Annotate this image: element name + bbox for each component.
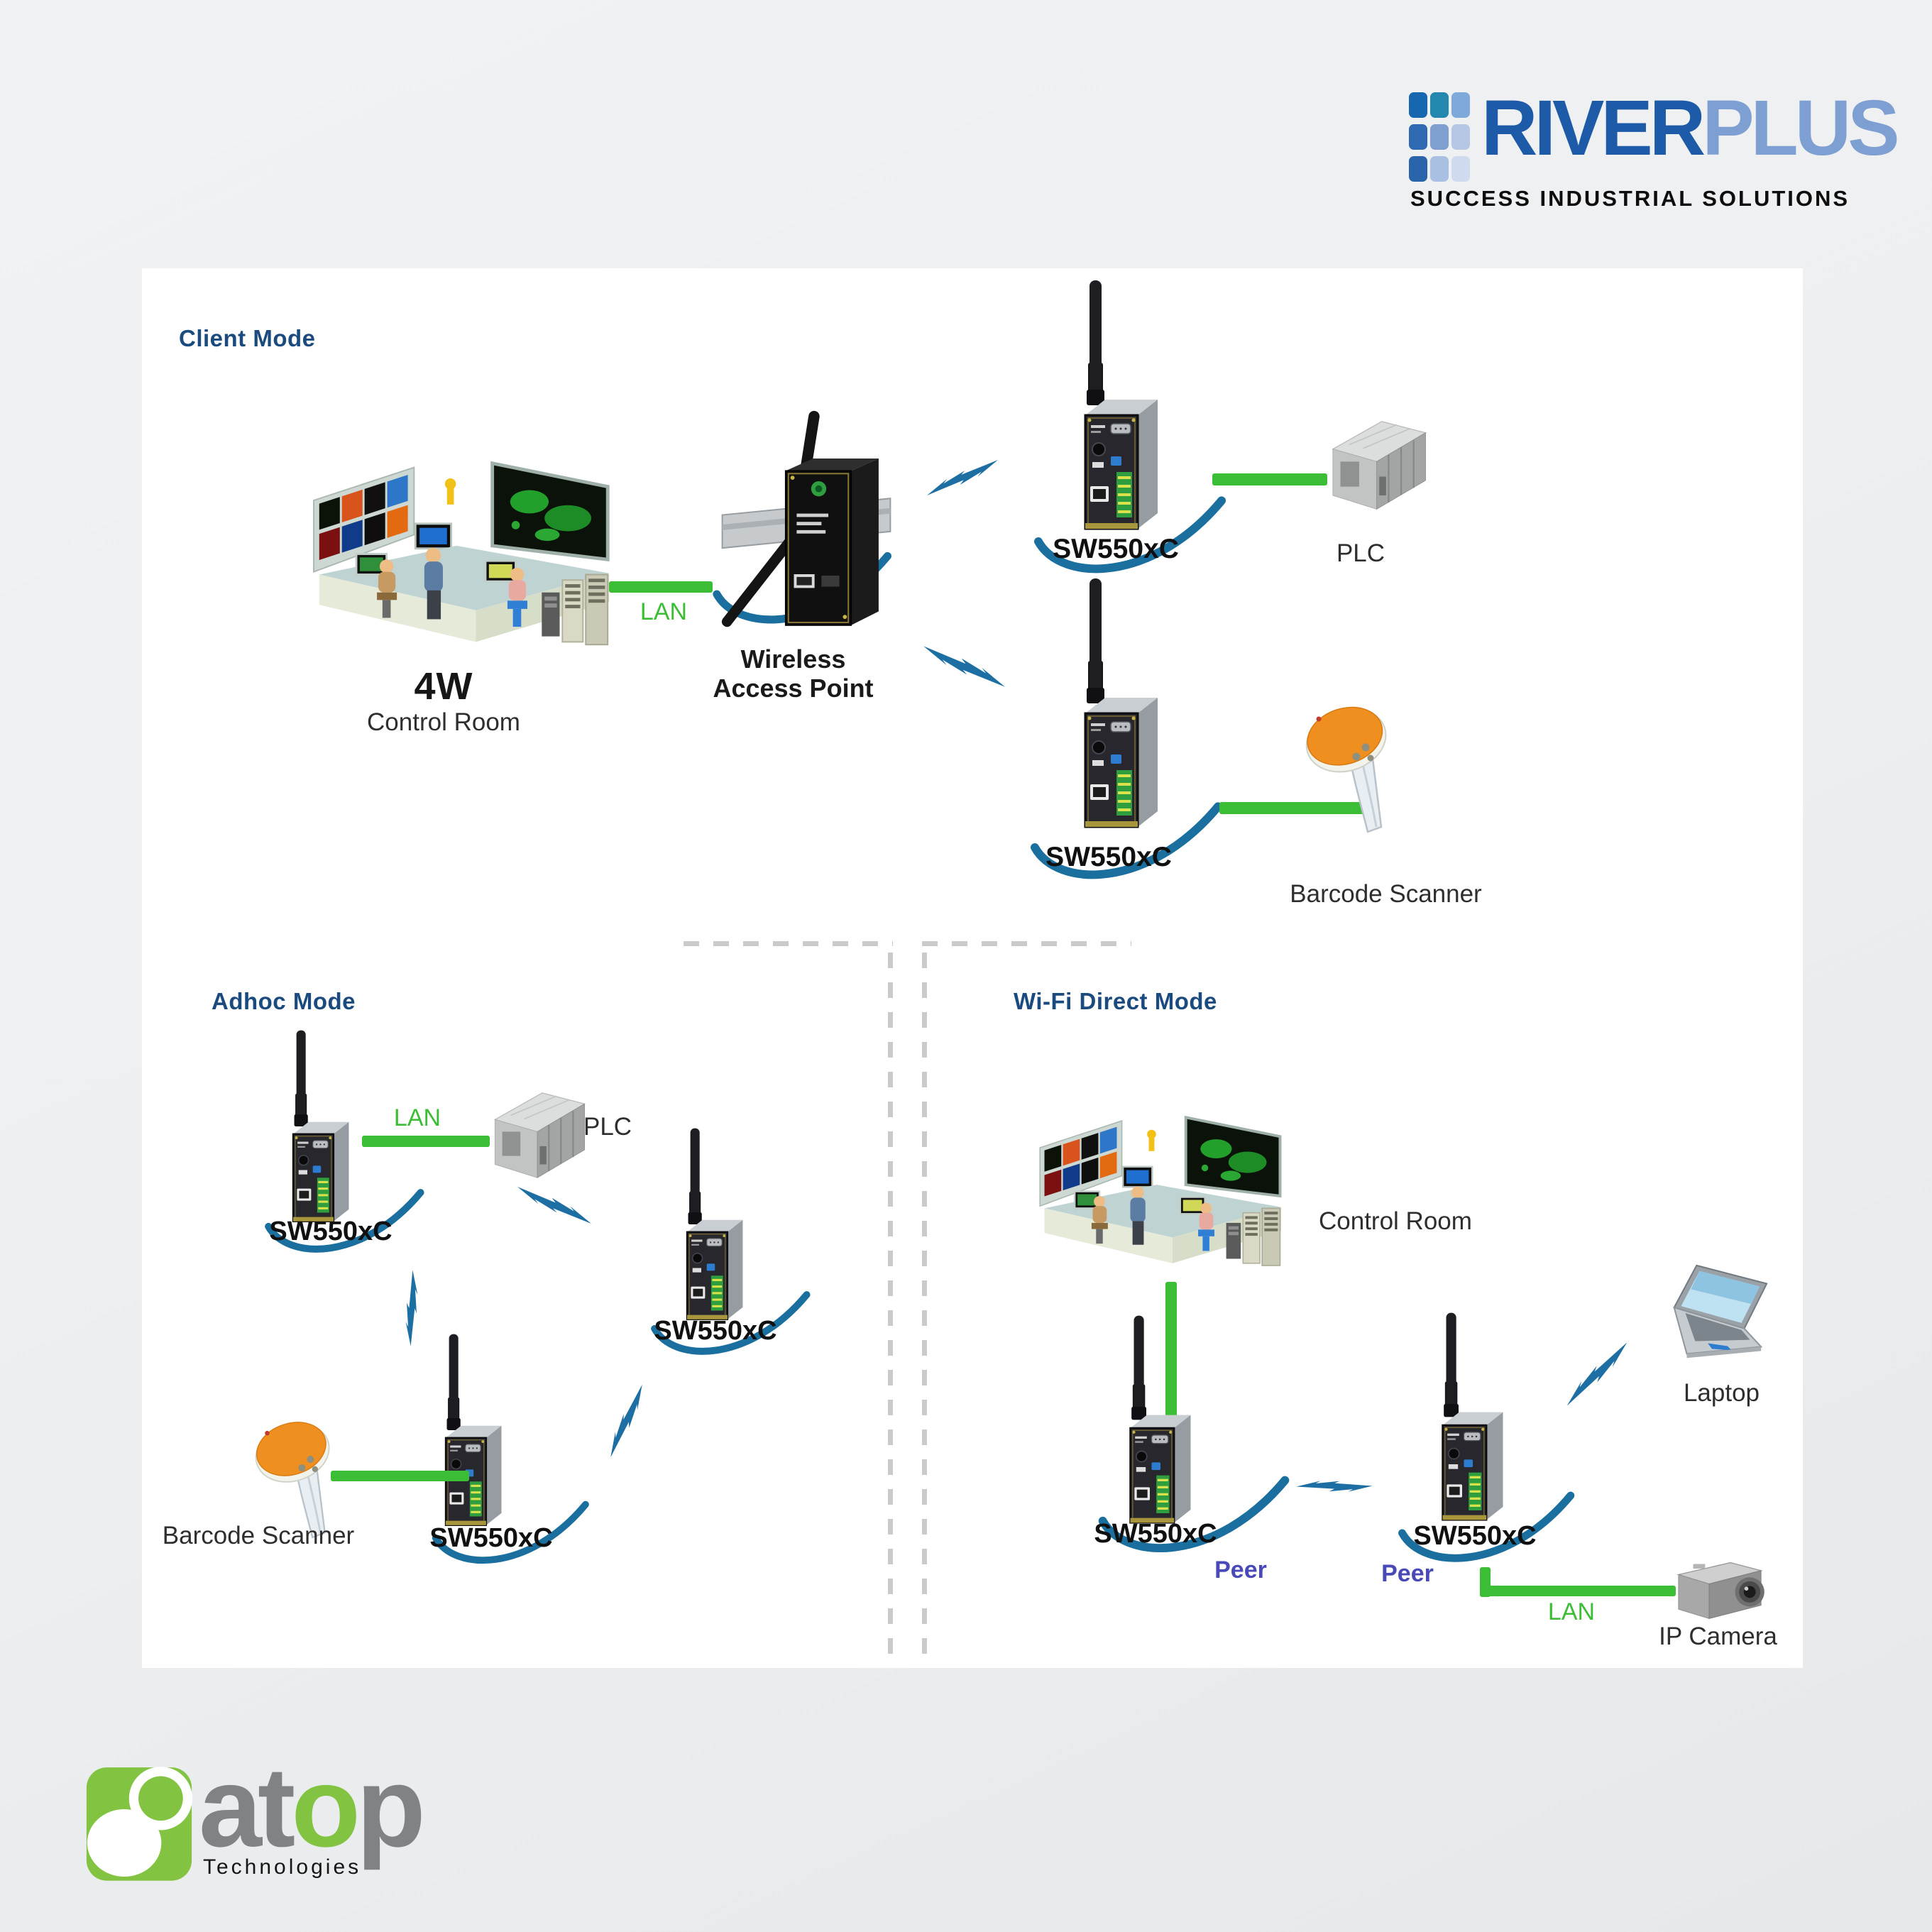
adhoc-mode-title: Adhoc Mode — [212, 988, 356, 1014]
sw550xc-device-icon — [1114, 1314, 1192, 1527]
lan-label-client: LAN — [640, 598, 688, 625]
atop-word-o: o — [291, 1743, 361, 1870]
lan-label-adhoc: LAN — [393, 1104, 441, 1131]
control-room-code: 4W — [414, 665, 473, 708]
laptop-label: Laptop — [1683, 1379, 1760, 1407]
lan-link-client — [609, 581, 713, 593]
plc-label: PLC — [1336, 539, 1385, 567]
lan-link-adhoc — [362, 1136, 490, 1147]
ip-camera-label: IP Camera — [1659, 1623, 1777, 1650]
control-room-label: Control Room — [1319, 1207, 1472, 1235]
sw550xc-label: SW550xC — [1413, 1521, 1537, 1551]
sw550xc-device-icon — [279, 1029, 350, 1226]
sw550xc-label: SW550xC — [1053, 534, 1179, 564]
laptop-icon — [1656, 1263, 1775, 1370]
client-mode-title: Client Mode — [179, 325, 316, 351]
control-room-link — [1165, 1282, 1177, 1422]
barcode-link-client — [1219, 802, 1372, 814]
plc-icon — [484, 1087, 587, 1180]
access-point-label-line2: Access Point — [713, 674, 874, 703]
ip-camera-icon — [1667, 1557, 1773, 1625]
sw550xc-device-icon — [673, 1127, 744, 1324]
plc-link-client — [1212, 473, 1327, 485]
sw550xc-label: SW550xC — [654, 1316, 777, 1346]
sw550xc-device-icon — [1427, 1312, 1505, 1525]
atop-subtitle: Technologies — [203, 1855, 362, 1879]
access-point-label: Wireless Access Point — [699, 644, 887, 703]
atop-wordmark: atop — [199, 1750, 426, 1864]
riverplus-grid-icon — [1409, 92, 1473, 185]
wifi-direct-mode-title: Wi-Fi Direct Mode — [1014, 988, 1217, 1014]
atop-word-p: p — [356, 1743, 426, 1870]
wireless-bolt-icon — [515, 1187, 594, 1224]
sw550xc-label: SW550xC — [1094, 1519, 1217, 1549]
sw550xc-label: SW550xC — [1045, 842, 1172, 872]
divider-vertical-right — [922, 953, 927, 1662]
barcode-link-adhoc — [331, 1471, 469, 1481]
lan-label-wifi-direct: LAN — [1547, 1598, 1596, 1625]
wireless-bolt-icon — [918, 460, 1007, 495]
divider-horizontal-left — [684, 941, 893, 946]
wireless-bolt-icon — [923, 644, 1005, 688]
riverplus-wordmark: RIVERPLUS — [1481, 89, 1900, 168]
sw550xc-device-icon — [432, 1333, 503, 1530]
control-room-label: Control Room — [367, 708, 520, 736]
peer-label: Peer — [1214, 1557, 1267, 1584]
riverplus-word-secondary: PLUS — [1702, 84, 1899, 172]
atop-word-at: at — [199, 1743, 295, 1870]
divider-vertical-left — [888, 953, 893, 1662]
barcode-scanner-icon — [1305, 705, 1397, 847]
peer-label: Peer — [1381, 1560, 1434, 1587]
ip-camera-link-horizontal — [1480, 1586, 1676, 1596]
sw550xc-label: SW550xC — [429, 1523, 553, 1553]
divider-horizontal-right — [922, 941, 1131, 946]
wireless-access-point-icon — [715, 410, 897, 644]
barcode-scanner-label: Barcode Scanner — [162, 1522, 355, 1549]
sw550xc-label: SW550xC — [269, 1217, 393, 1246]
control-room-icon — [1029, 1113, 1295, 1287]
sw550xc-device-icon — [1067, 577, 1159, 833]
atop-mark-icon — [85, 1762, 193, 1884]
plc-label: PLC — [583, 1113, 632, 1141]
access-point-label-line1: Wireless — [740, 644, 846, 674]
plc-icon — [1322, 410, 1428, 517]
riverplus-word-primary: RIVER — [1481, 84, 1706, 172]
control-room-icon — [311, 458, 616, 671]
diagram-panel — [142, 268, 1803, 1668]
riverplus-tagline: SUCCESS INDUSTRIAL SOLUTIONS — [1410, 186, 1850, 211]
barcode-scanner-label: Barcode Scanner — [1290, 880, 1482, 908]
sw550xc-device-icon — [1067, 279, 1159, 534]
